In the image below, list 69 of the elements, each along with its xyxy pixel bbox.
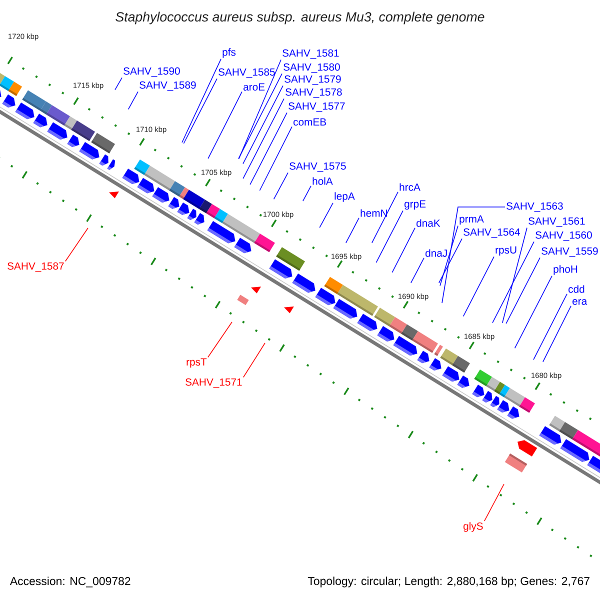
title: Staphylococcus aureus subsp. aureus Mu3, complete genome (116, 12, 484, 24)
footer-text: Topology: circular; Length: 2,880,168 bp; Genes: 2,767 (308, 576, 590, 588)
gene-label: SAHV_1590 (124, 67, 180, 77)
leader-line (442, 206, 506, 304)
footer-text: Accession: NC_009782 (10, 576, 130, 588)
leader-line (208, 322, 232, 358)
leader-line (182, 58, 222, 143)
gene-label: grpE (404, 200, 426, 210)
leader-line (506, 257, 540, 324)
gene-label: SAHV_1580 (284, 63, 340, 73)
leader-line (242, 342, 266, 378)
gene-label: era (572, 299, 588, 305)
gene-label: lepA (334, 192, 355, 202)
leader-line (238, 73, 282, 160)
gene-label: cdd (568, 285, 584, 293)
leader-line (238, 59, 282, 160)
leader-line (242, 98, 284, 179)
gene-label: SAHV_1589 (140, 81, 196, 91)
leader-line (259, 126, 292, 191)
leader-line (410, 258, 424, 284)
gene-label: SAHV_1579 (284, 75, 341, 85)
leader-line (542, 306, 572, 362)
gene-label: SAHV_1564 (464, 228, 520, 238)
leader-line (64, 228, 88, 262)
gene-label: SAHV_1577 (288, 102, 345, 112)
leader-line (533, 294, 568, 360)
leader-line (372, 191, 398, 244)
leader-line (319, 202, 334, 228)
leader-line (462, 256, 494, 317)
gene-label: SAHV_1559 (542, 247, 598, 257)
gene-label: holA (312, 177, 333, 185)
gene-label: rpsU (496, 246, 516, 256)
gene-label: SAHV_1563 (506, 202, 563, 212)
leader-line (250, 112, 288, 185)
leader-line (492, 241, 534, 324)
leader-line (208, 91, 242, 159)
leader-line (392, 227, 416, 273)
leader-line (302, 185, 312, 202)
gene-label: SAHV_1578 (286, 88, 342, 98)
gene-label: hrcA (400, 183, 420, 191)
gene-label: phoH (554, 265, 578, 275)
leader-line (440, 225, 458, 286)
leader-line (183, 78, 218, 144)
gene-label: dnaK (416, 219, 440, 227)
gene-label: rpsT (186, 358, 207, 368)
leader-line (438, 238, 462, 284)
leader-line (502, 227, 528, 324)
leader-line (484, 484, 504, 522)
gene-label: dnaJ (426, 249, 447, 257)
leader-line (128, 91, 138, 110)
gene-label: SAHV_1571 (186, 378, 242, 388)
gene-label: SAHV_1585 (218, 68, 275, 78)
gene-label: SAHV_1587 (8, 262, 64, 272)
gene-label: hemN (360, 209, 387, 217)
leader-line (114, 77, 122, 90)
gene-label: SAHV_1575 (290, 162, 346, 172)
leader-line (273, 172, 288, 200)
leader-line (346, 217, 360, 244)
gene-label: aroE (244, 83, 265, 91)
leader-line (514, 276, 552, 349)
gene-label: glyS (464, 522, 483, 532)
gene-label: pfs (222, 48, 236, 58)
leader-line (242, 85, 284, 164)
gene-label: SAHV_1561 (528, 217, 585, 227)
gene-label: SAHV_1560 (536, 231, 592, 241)
gene-label: SAHV_1581 (282, 49, 339, 59)
gene-label: comEB (294, 118, 326, 126)
gene-label: prmA (460, 215, 484, 225)
leader-line (376, 210, 404, 263)
